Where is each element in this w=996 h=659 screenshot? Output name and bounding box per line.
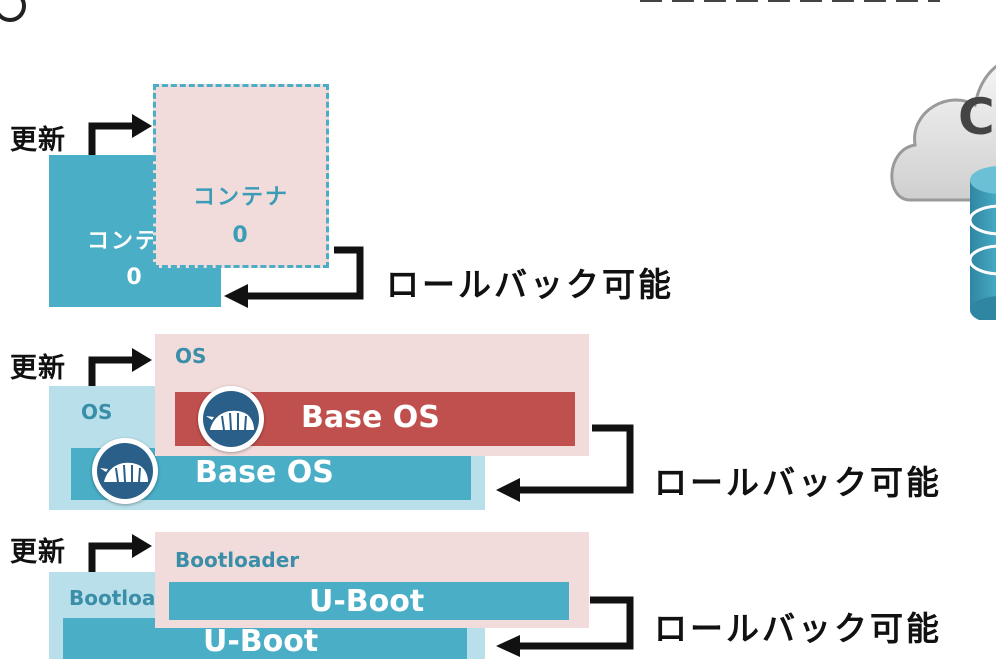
rollback-arrow-os	[496, 424, 634, 502]
new-container-label-line1: コンテナ	[192, 185, 289, 210]
armadillo-logo-icon	[92, 438, 158, 504]
update-arrow-container	[88, 114, 152, 158]
cloud-letter: C	[958, 88, 995, 146]
update-label-container: 更新	[10, 125, 66, 156]
rollback-arrow-container	[224, 246, 364, 308]
new-bootloader-panel-title: Bootloader	[175, 548, 300, 572]
new-uboot-label: U-Boot	[309, 584, 425, 619]
update-arrow-os	[88, 348, 152, 386]
new-container-block: コンテナ 0	[153, 84, 329, 268]
rollback-label-bootloader: ロールバック可能	[654, 609, 942, 648]
rollback-label-container: ロールバック可能	[386, 265, 674, 304]
cloud-server-icon	[890, 64, 996, 320]
header-fragment-left	[0, 0, 26, 22]
old-container-label-line2: 0	[126, 265, 144, 290]
rollback-arrow-bootloader	[496, 596, 634, 657]
update-arrow-bootloader	[88, 534, 152, 572]
armadillo-logo-icon	[198, 386, 264, 452]
new-os-panel-title: OS	[175, 344, 207, 368]
header-fragment-right	[640, 0, 940, 2]
new-base-os-label: Base OS	[301, 400, 440, 435]
new-bootloader-panel: Bootloader U-Boot	[155, 532, 589, 628]
old-os-panel-title: OS	[81, 400, 113, 424]
new-uboot-bar: U-Boot	[169, 582, 569, 620]
update-label-bootloader: 更新	[10, 537, 66, 568]
old-base-os-label: Base OS	[195, 455, 334, 490]
rollback-label-os: ロールバック可能	[654, 463, 942, 502]
new-container-label-line2: 0	[232, 223, 250, 248]
old-uboot-label: U-Boot	[203, 624, 319, 659]
update-label-os: 更新	[10, 353, 66, 384]
